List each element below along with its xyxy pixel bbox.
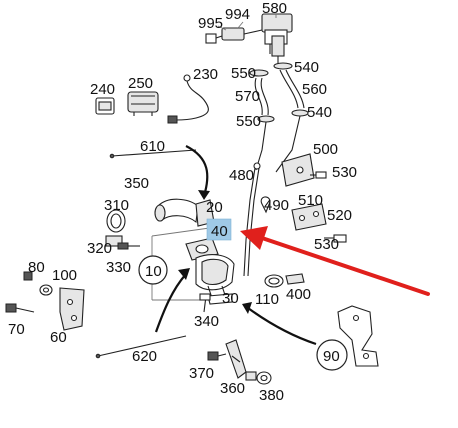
label-480: 480 [229,167,254,184]
nut-80 [23,271,33,281]
label-995: 995 [198,15,223,32]
bracket-500 [281,153,315,187]
label-490: 490 [264,197,289,214]
bolt-370 [207,351,227,361]
red-pointer-arrow [240,226,430,296]
label-994: 994 [225,6,250,23]
label-360: 360 [220,380,245,397]
label-510: 510 [298,192,323,209]
label-500: 500 [313,141,338,158]
label-580: 580 [262,0,287,17]
sensor-230 [167,74,209,124]
label-560: 560 [302,81,327,98]
label-550-top: 550 [231,65,256,82]
flange-320 [105,235,123,247]
tube-480 [243,162,261,277]
highlight-box-40 [206,218,232,241]
bolt-530-bottom [324,234,347,243]
callout-circle-10 [138,255,168,285]
bolt-70 [5,303,35,313]
catalytic-converter-10 [195,254,235,305]
label-310: 310 [104,197,129,214]
connector-994 [221,27,263,41]
bracket-360 [225,339,247,379]
label-80: 80 [28,259,45,276]
label-530-bottom: 530 [314,236,339,253]
bolt-330 [117,242,140,250]
clip-490 [260,196,271,214]
label-570: 570 [235,88,260,105]
label-110: 110 [255,291,279,308]
cable-610 [109,149,197,159]
bolt-530-top [310,171,327,179]
label-40: 40 [211,223,228,240]
clip-995 [205,33,223,44]
label-30: 30 [222,290,239,307]
label-320: 320 [87,240,112,257]
nut-380 [245,371,272,385]
bracket-510 [291,203,327,231]
gasket-310 [106,209,126,233]
label-380: 380 [259,387,284,404]
label-610: 610 [140,138,165,155]
label-10: 10 [145,263,162,280]
part-labels: 995 994 580 230 240 250 550 540 570 560 … [8,0,357,404]
label-620: 620 [132,348,157,365]
label-550-mid: 550 [236,113,261,130]
label-370: 370 [189,365,214,382]
label-540-top: 540 [294,59,319,76]
label-90: 90 [323,348,340,365]
sensor-assembly-580 [261,13,293,64]
label-350: 350 [124,175,149,192]
label-240: 240 [90,81,115,98]
label-530-top: 530 [332,164,357,181]
label-540-mid: 540 [307,104,332,121]
label-250: 250 [128,75,153,92]
label-330: 330 [106,259,131,276]
label-400: 400 [286,286,311,303]
pipe-350 [154,198,215,227]
bracket-240 [95,97,115,115]
clip-400 [285,273,305,285]
stud-340 [199,293,211,313]
label-340: 340 [194,313,219,330]
indicator-arrows [154,145,317,346]
label-60: 60 [50,329,67,346]
callout-circle-90 [316,339,348,371]
label-520: 520 [327,207,352,224]
connector-250 [127,91,159,116]
label-20: 20 [206,199,223,216]
label-70: 70 [8,321,25,338]
label-230: 230 [193,66,218,83]
hose-assembly [249,62,309,173]
clamp-110 [264,274,284,288]
bracket-90 [337,305,379,367]
washer-100 [39,284,53,296]
bracket-60 [59,287,85,331]
label-100: 100 [52,267,77,284]
cable-620 [95,335,187,359]
